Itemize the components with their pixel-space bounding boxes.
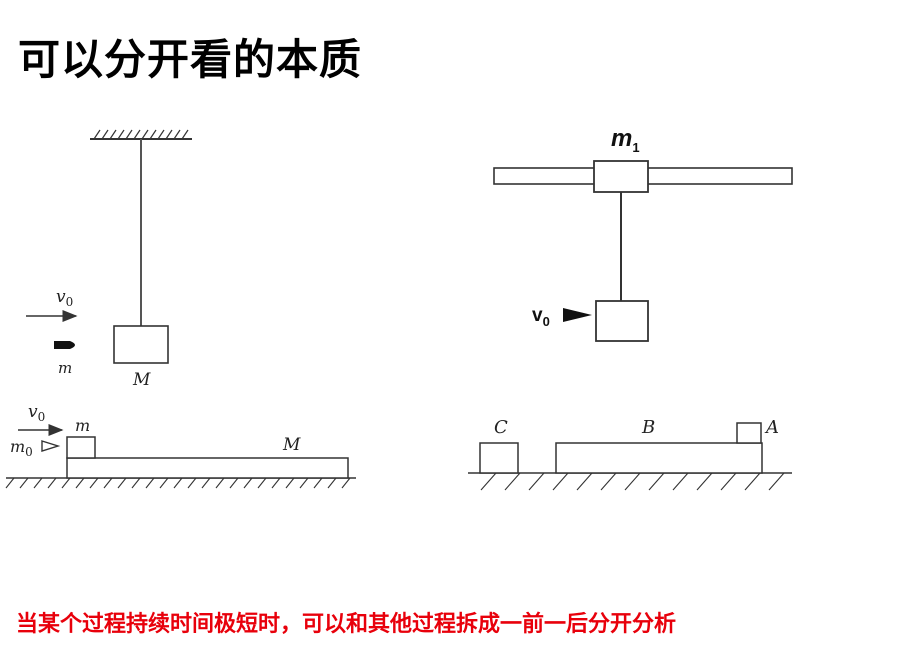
plank-diagram: m M v0 m0 (5, 402, 356, 489)
summary-caption: 当某个过程持续时间极短时，可以和其他过程拆成一前一后分开分析 (16, 612, 677, 637)
block-a (736, 422, 762, 444)
pendulum-bullet-label: m (58, 359, 72, 377)
block-b-plank (555, 442, 763, 474)
small-block-label: m (75, 416, 90, 435)
plank-label: M (282, 435, 301, 455)
pendulum-diagram: M v0 m (26, 129, 192, 390)
slider-mass-label: m1 (611, 125, 640, 155)
plank-bullet-label: m0 (10, 437, 33, 459)
blocks-ground-hatch (480, 472, 785, 491)
long-plank (66, 457, 349, 479)
block-b-label: B (641, 417, 655, 438)
block-c (479, 442, 519, 474)
rod-pendulum-diagram: m1 v0 (493, 125, 793, 342)
pendulum-velocity-label: v0 (56, 287, 73, 309)
rod-pendulum-velocity-label: v0 (532, 305, 550, 329)
pendulum-block-label: M (132, 370, 151, 390)
pendulum-block (113, 325, 169, 364)
slider-block (593, 160, 649, 193)
ceiling-support (90, 129, 192, 140)
plank-ground-hatch (5, 477, 351, 489)
small-block (66, 436, 96, 459)
page-title: 可以分开看的本质 (18, 35, 363, 84)
block-a-label: A (764, 417, 779, 438)
plank-bullet-icon (41, 440, 61, 452)
block-c-label: C (494, 417, 508, 438)
plank-velocity-label: v0 (28, 402, 45, 424)
velocity-arrowhead-icon (563, 308, 592, 322)
rod-pendulum-block (595, 300, 649, 342)
three-blocks-diagram: C B A (468, 417, 792, 491)
bullet-icon (54, 341, 75, 349)
